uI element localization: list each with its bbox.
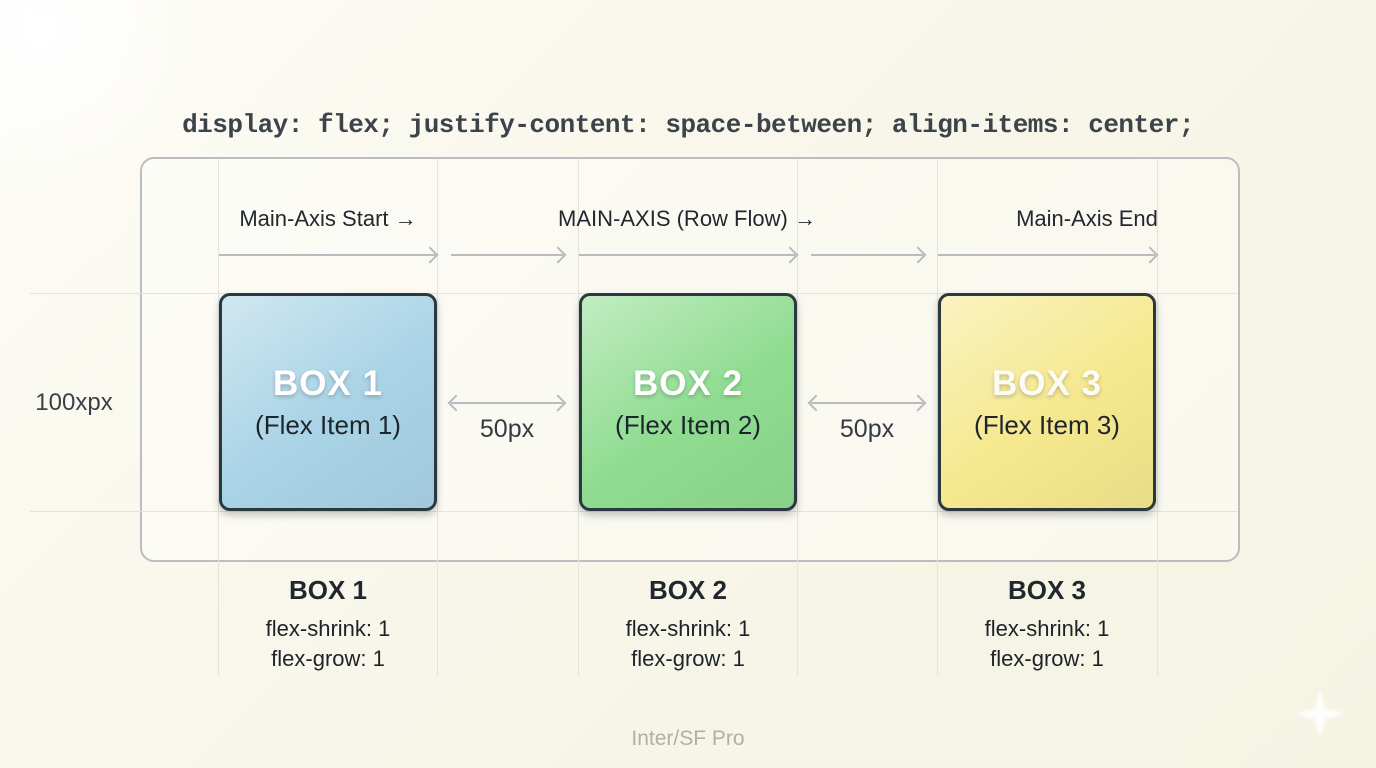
flex-grow-value: flex-grow: 1: [631, 646, 745, 671]
box-1-subtitle: (Flex Item 1): [255, 409, 401, 440]
main-axis-start-label: Main-Axis Start →: [239, 206, 417, 231]
box-2-title: BOX 2: [632, 363, 744, 403]
box-3-spec-title: BOX 3: [1007, 575, 1087, 605]
box-2-subtitle: (Flex Item 2): [615, 409, 761, 440]
main-axis-arrow: [451, 254, 563, 256]
box-1-spec: BOX 1 flex-shrink: 1 flex-grow: 1: [188, 575, 468, 674]
gap-width-label: 50px: [839, 415, 895, 443]
flex-grow-value: flex-grow: 1: [990, 646, 1104, 671]
box-2-spec: BOX 2 flex-shrink: 1 flex-grow: 1: [548, 575, 828, 674]
main-axis-arrow: [938, 254, 1155, 256]
flex-grow-value: flex-grow: 1: [271, 646, 385, 671]
main-axis-arrow: [579, 254, 795, 256]
box-height-label: 100xpx: [35, 389, 113, 416]
flex-shrink-value: flex-shrink: 1: [625, 616, 751, 641]
box-1-title: BOX 1: [272, 363, 384, 403]
box-3-subtitle: (Flex Item 3): [974, 409, 1120, 440]
box-1-spec-title: BOX 1: [288, 575, 368, 605]
main-axis-end-label: Main-Axis End: [1016, 206, 1158, 231]
gap-width-arrow: [811, 402, 923, 404]
sparkle-icon: [1294, 688, 1346, 740]
flex-item-box-1: BOX 1 (Flex Item 1): [219, 293, 437, 511]
flex-shrink-value: flex-shrink: 1: [265, 616, 391, 641]
box-3-spec: BOX 3 flex-shrink: 1 flex-grow: 1: [907, 575, 1187, 674]
gridline-vertical: [937, 159, 938, 676]
flex-shrink-value: flex-shrink: 1: [984, 616, 1110, 641]
flex-item-box-2: BOX 2 (Flex Item 2): [579, 293, 797, 511]
css-code-title: display: flex; justify-content: space-be…: [182, 110, 1194, 140]
gridline-vertical: [437, 159, 438, 676]
box-2-spec-title: BOX 2: [648, 575, 728, 605]
gridline-horizontal: [30, 511, 1238, 512]
gap-width-label: 50px: [479, 415, 535, 443]
gridline-vertical: [578, 159, 579, 676]
gap-width-arrow: [451, 402, 563, 404]
main-axis-arrow: [219, 254, 435, 256]
gridline-vertical: [1157, 159, 1158, 676]
main-axis-flow-label: MAIN-AXIS (Row Flow) →: [558, 206, 816, 231]
box-3-title: BOX 3: [991, 363, 1103, 403]
main-axis-arrow: [811, 254, 923, 256]
gridline-vertical: [797, 159, 798, 676]
font-credit-label: Inter/SF Pro: [631, 727, 745, 750]
gridline-vertical: [218, 159, 219, 676]
flex-item-box-3: BOX 3 (Flex Item 3): [938, 293, 1156, 511]
